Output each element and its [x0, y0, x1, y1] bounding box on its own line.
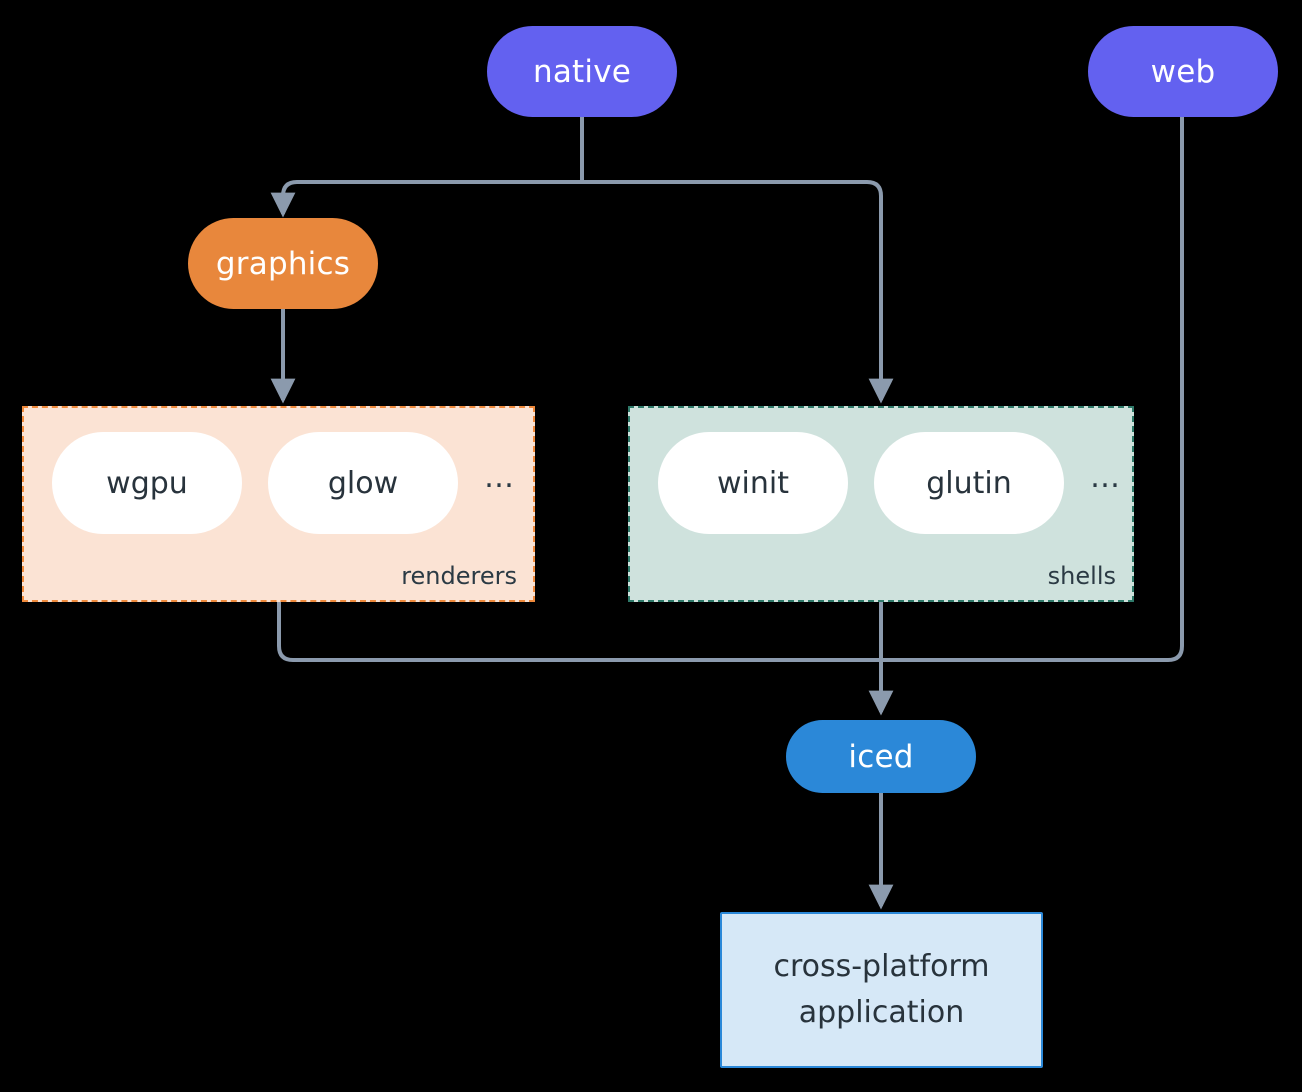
shells-item-glutin-label: glutin	[926, 465, 1012, 501]
renderers-overflow-ellipsis: …	[484, 460, 514, 495]
edge-native-to-graphics	[270, 180, 582, 218]
renderers-item-wgpu-label: wgpu	[106, 465, 188, 501]
shells-item-winit-label: winit	[717, 465, 789, 501]
group-shells: winit glutin … shells	[628, 406, 1134, 602]
group-renderers-label: renderers	[401, 562, 517, 590]
node-native-label: native	[532, 53, 632, 90]
node-graphics-label: graphics	[215, 245, 351, 282]
renderers-item-glow-label: glow	[327, 465, 399, 501]
node-application[interactable]: cross-platform application	[720, 912, 1043, 1068]
node-iced[interactable]: iced	[786, 720, 976, 793]
node-web[interactable]: web	[1088, 26, 1278, 117]
node-graphics[interactable]: graphics	[188, 218, 378, 309]
edge-renderers-to-iced	[277, 601, 881, 662]
node-native[interactable]: native	[487, 26, 677, 117]
renderers-item-wgpu[interactable]: wgpu	[52, 432, 242, 534]
edge-native-to-shells	[582, 180, 894, 404]
group-renderers: wgpu glow … renderers	[22, 406, 535, 602]
shells-item-glutin[interactable]: glutin	[874, 432, 1064, 534]
node-iced-label: iced	[848, 738, 914, 775]
shells-overflow-ellipsis: …	[1090, 460, 1120, 495]
group-shells-label: shells	[1047, 562, 1116, 590]
shells-item-row: winit glutin …	[630, 432, 1120, 534]
renderers-item-glow[interactable]: glow	[268, 432, 458, 534]
renderers-item-row: wgpu glow …	[24, 432, 514, 534]
shells-item-winit[interactable]: winit	[658, 432, 848, 534]
node-application-label: cross-platform application	[773, 948, 990, 1031]
node-web-label: web	[1150, 53, 1216, 90]
